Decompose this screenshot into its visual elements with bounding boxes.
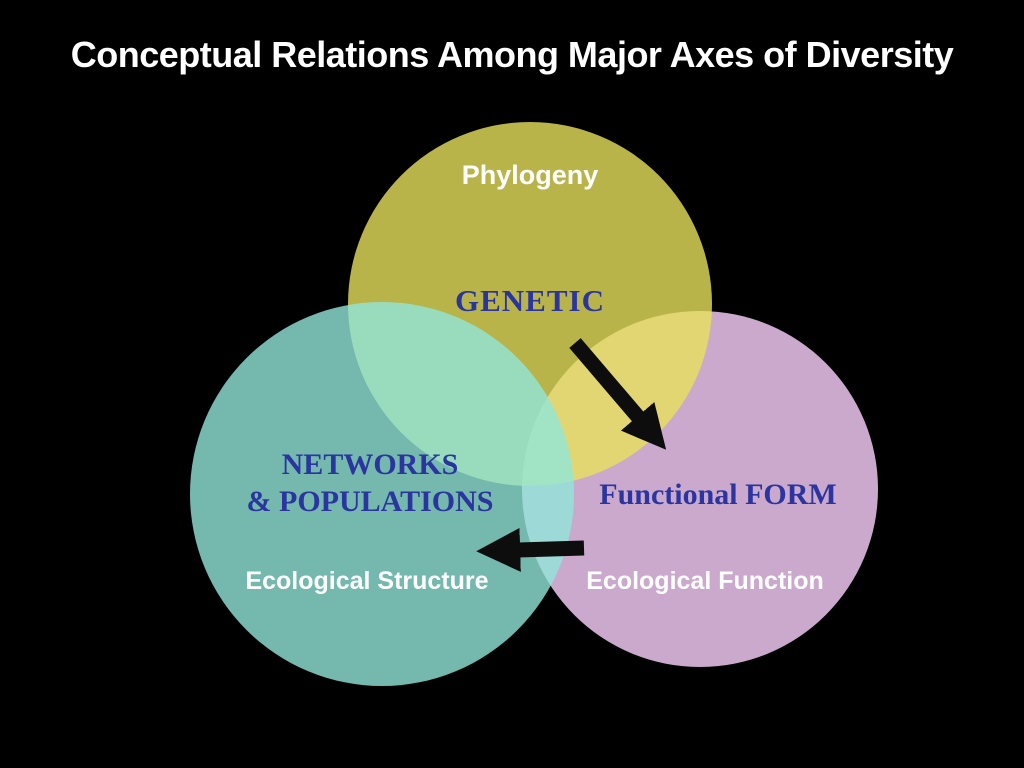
ecological-structure-label: Ecological Structure [245,567,489,595]
functional-form-axis-label: Functional FORM [599,478,837,511]
arrow-form-to-networks [476,527,585,572]
genetic-axis-label: GENETIC [455,283,605,318]
networks-axis-label: NETWORKS & POPULATIONS [247,446,494,520]
phylogeny-label: Phylogeny [461,160,599,190]
networks-circle [190,302,574,686]
ecological-function-label: Ecological Function [586,567,824,595]
networks-axis-label-line1: NETWORKS [281,448,459,481]
networks-axis-label-line2: & POPULATIONS [246,485,494,518]
slide-title: Conceptual Relations Among Major Axes of… [70,34,954,75]
arrow-genetic-to-form [569,338,667,450]
